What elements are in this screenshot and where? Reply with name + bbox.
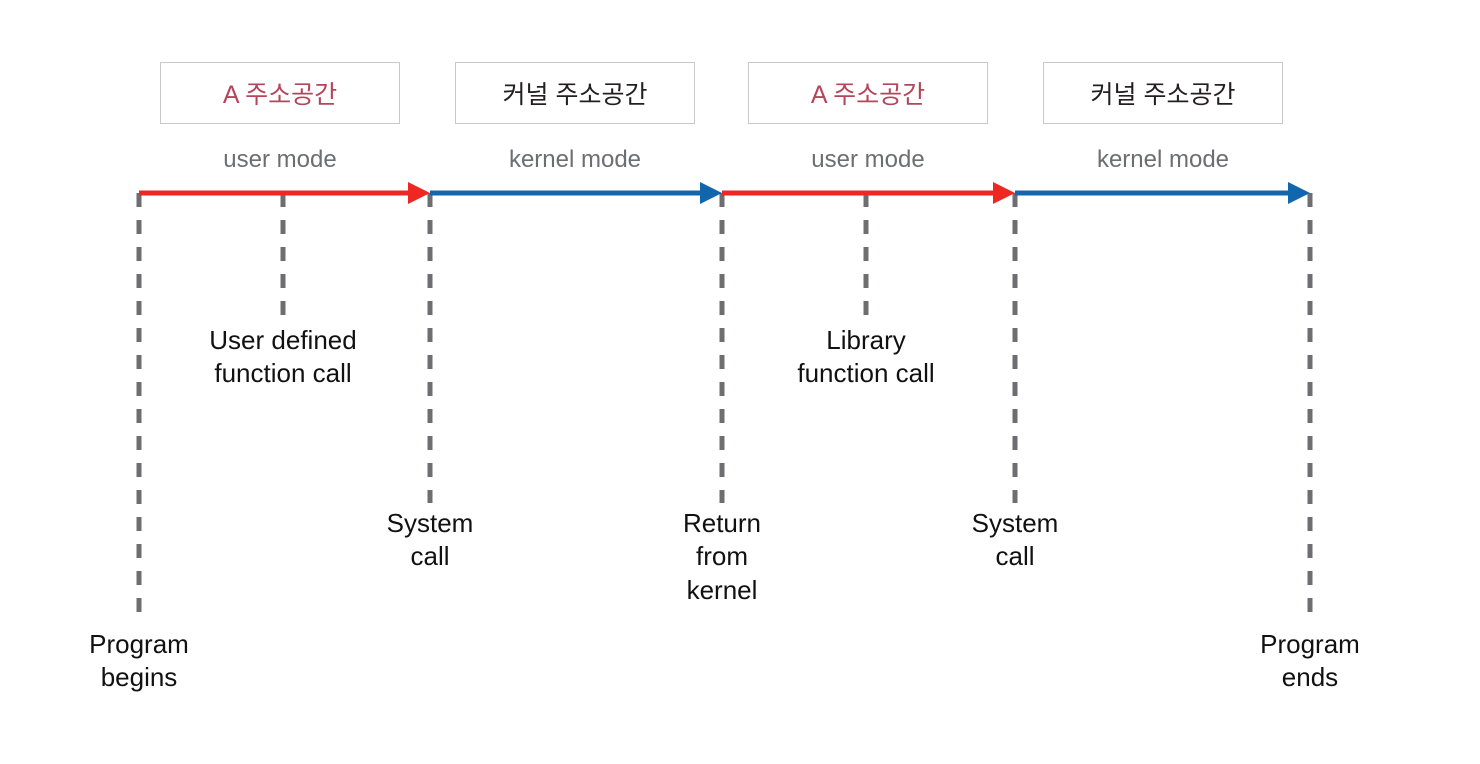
caption-system-call-1: System call	[386, 508, 474, 572]
timeline-arrow-segment-2	[430, 182, 722, 204]
mode-label-3: user mode	[811, 146, 925, 173]
mode-label-1: user mode	[223, 146, 337, 173]
caption-return-from-kernel: Return from kernel	[682, 508, 762, 605]
timeline-arrow-segment-1	[139, 182, 430, 204]
address-space-box-1-label: A 주소공간	[222, 81, 338, 109]
caption-program-ends: Program ends	[1260, 629, 1360, 693]
caption-library-function-call: Library function call	[797, 325, 935, 389]
address-space-box-4: 커널 주소공간	[1043, 62, 1283, 124]
caption-program-begins: Program begins	[89, 629, 189, 693]
caption-system-call-2: System call	[971, 508, 1059, 572]
address-space-box-3: A 주소공간	[748, 62, 988, 124]
address-space-box-2: 커널 주소공간	[455, 62, 695, 124]
address-space-box-4-label: 커널 주소공간	[1090, 81, 1236, 109]
address-space-box-3-label: A 주소공간	[810, 81, 926, 109]
mode-label-4: kernel mode	[1096, 146, 1230, 173]
address-space-box-2-label: 커널 주소공간	[502, 81, 648, 109]
address-space-box-1: A 주소공간	[160, 62, 400, 124]
caption-user-defined-function-call: User defined function call	[209, 325, 357, 389]
mode-label-2: kernel mode	[508, 146, 642, 173]
timeline-arrow-segment-3	[722, 182, 1015, 204]
timeline-arrow-segment-4	[1015, 182, 1310, 204]
